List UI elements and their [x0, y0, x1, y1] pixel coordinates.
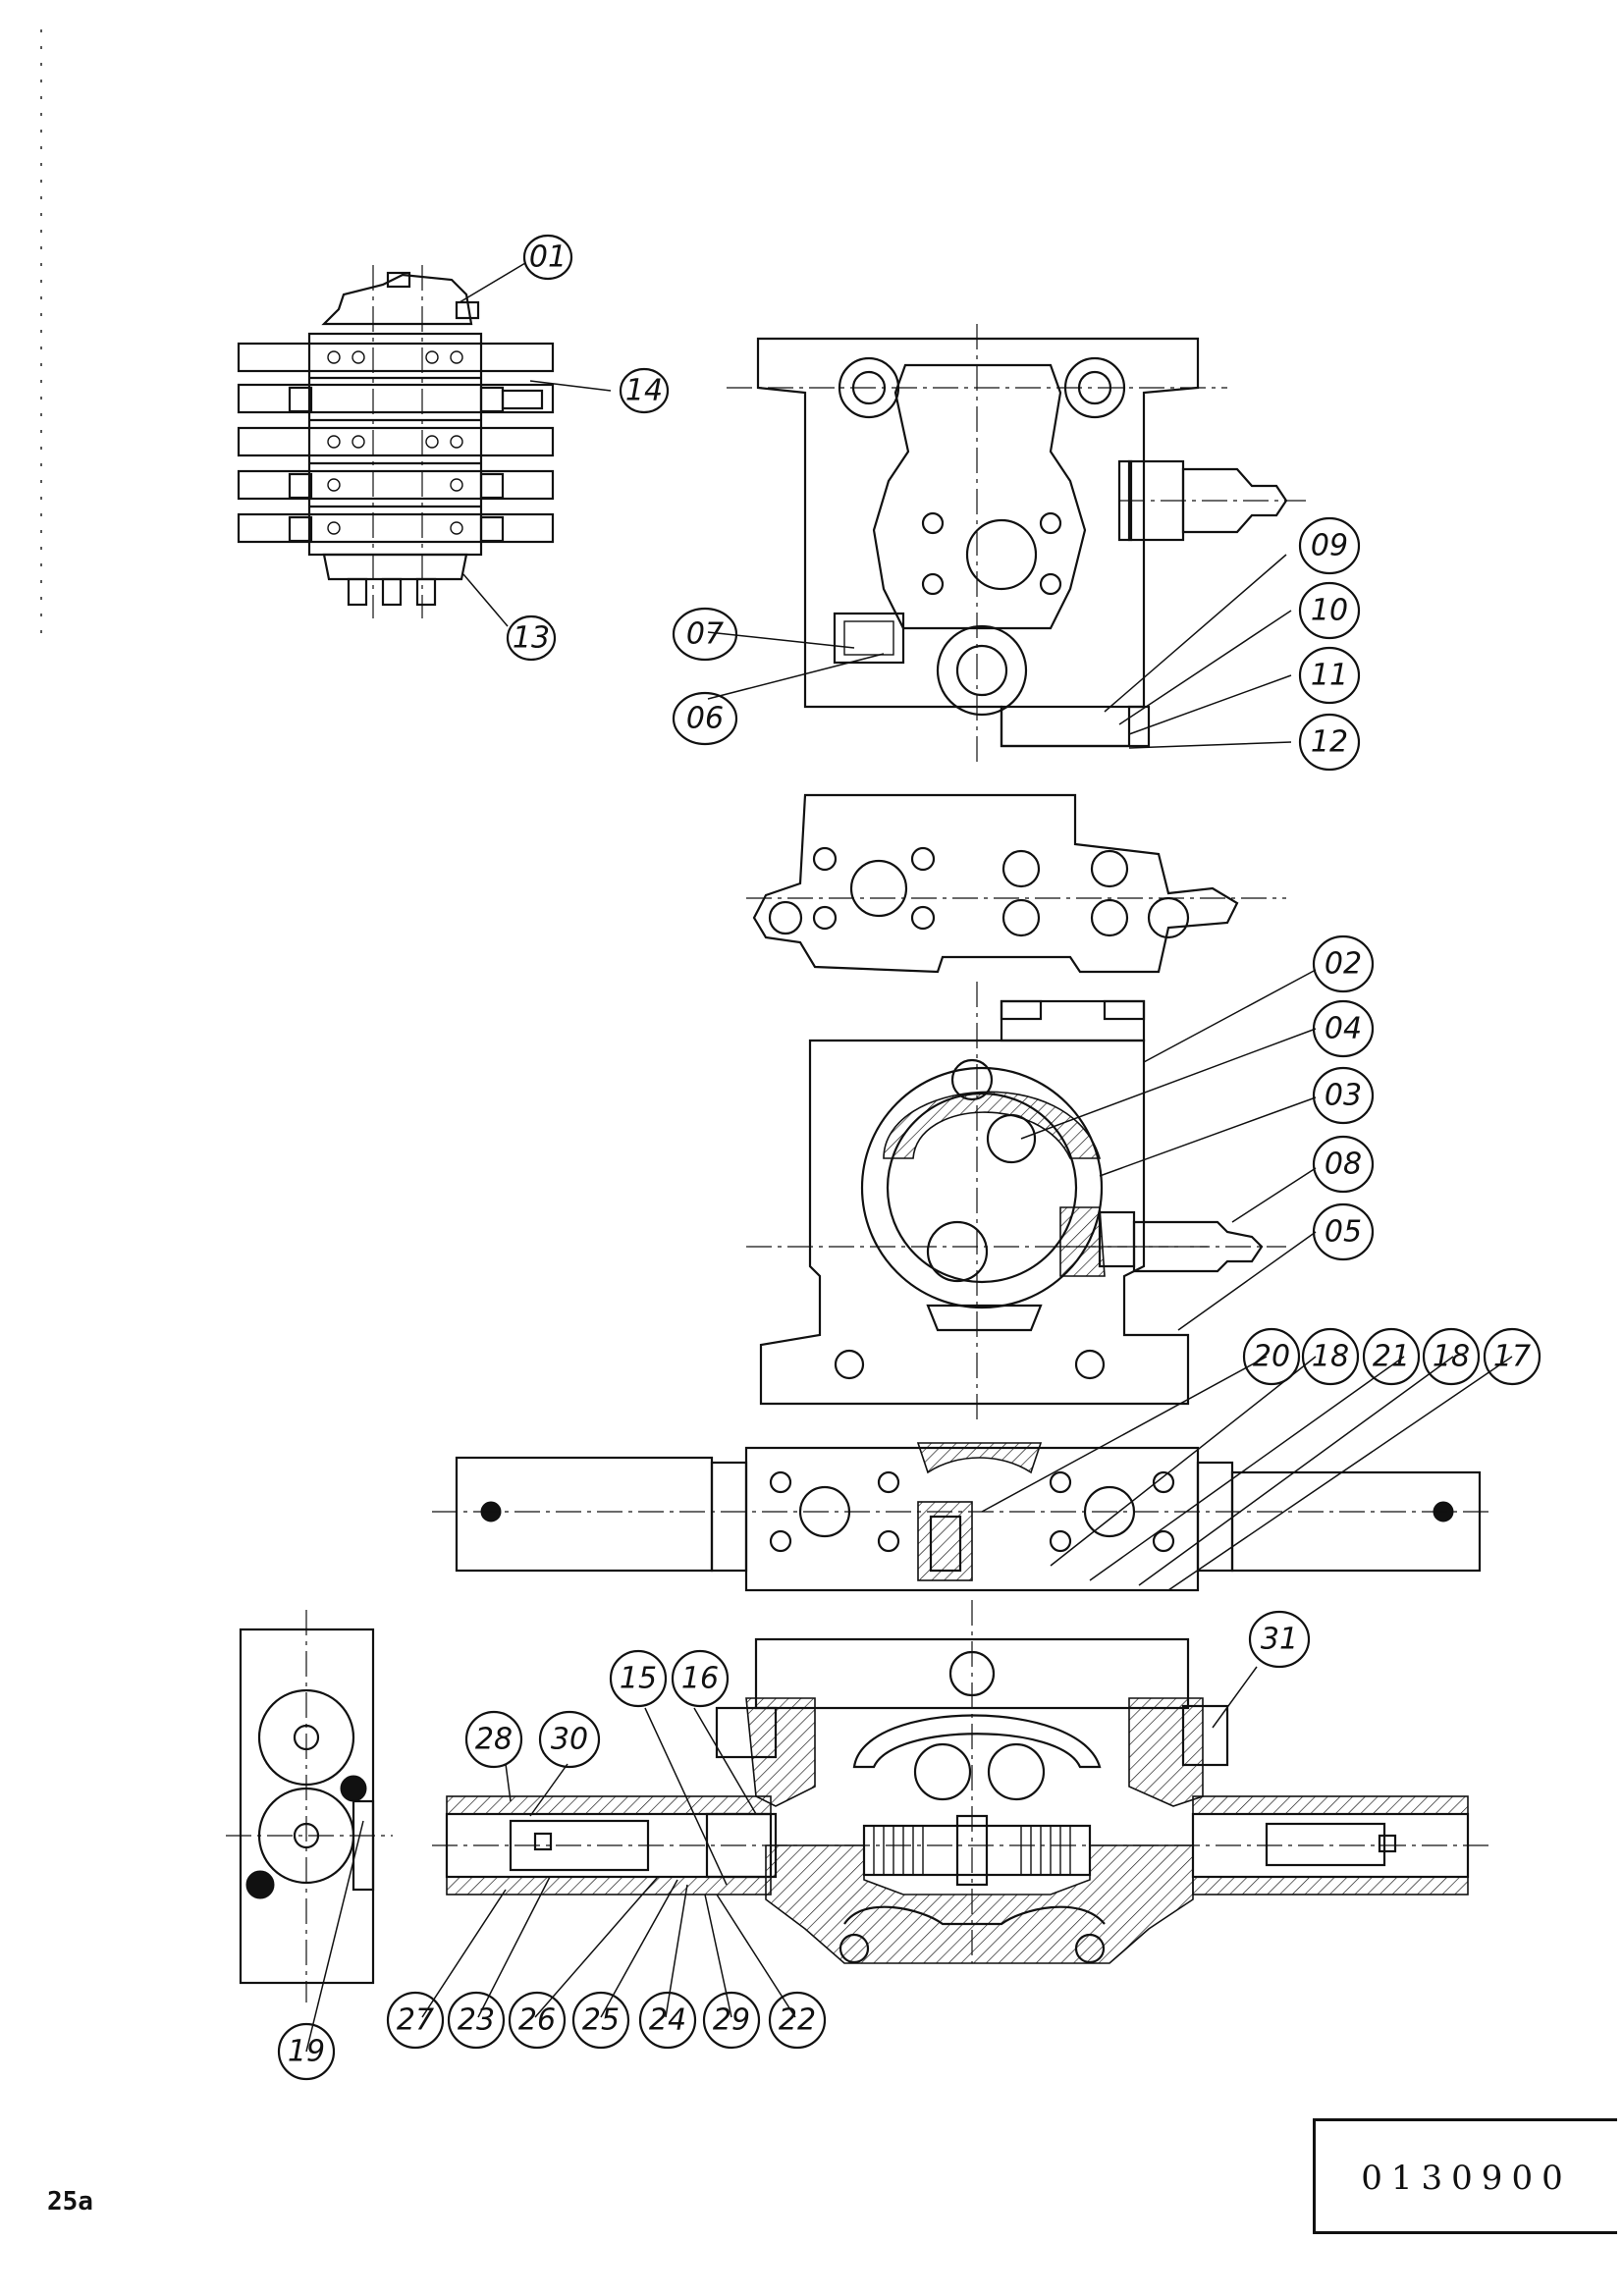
callout-10: 10: [1298, 581, 1361, 640]
svg-text:26: 26: [518, 2003, 556, 2038]
callout-14: 14: [619, 367, 670, 414]
svg-text:15: 15: [620, 1662, 657, 1696]
svg-text:23: 23: [458, 2003, 495, 2038]
callout-08: 08: [1312, 1135, 1375, 1194]
callout-04: 04: [1312, 999, 1375, 1058]
svg-text:14: 14: [625, 374, 663, 408]
relief-valve-section: [746, 982, 1286, 1423]
callout-05: 05: [1312, 1202, 1375, 1261]
svg-text:29: 29: [713, 2003, 750, 2038]
callout-18: 18: [1422, 1327, 1481, 1386]
svg-text:04: 04: [1325, 1012, 1362, 1046]
callout-07: 07: [672, 607, 738, 662]
callout-18: 18: [1301, 1327, 1360, 1386]
callout-21: 21: [1362, 1327, 1421, 1386]
callout-22: 22: [768, 1991, 827, 2050]
main-section-view: [432, 1600, 1492, 1964]
svg-text:18: 18: [1312, 1340, 1349, 1374]
inlet-cover-view: [727, 324, 1306, 766]
callout-17: 17: [1483, 1327, 1542, 1386]
svg-text:12: 12: [1311, 725, 1348, 760]
svg-text:28: 28: [475, 1723, 513, 1757]
leader-lines: [305, 262, 1513, 2053]
callout-01: 01: [522, 234, 573, 281]
callout-20: 20: [1242, 1327, 1301, 1386]
callout-11: 11: [1298, 646, 1361, 705]
svg-text:07: 07: [686, 617, 724, 652]
svg-text:31: 31: [1261, 1623, 1298, 1657]
callout-15: 15: [609, 1649, 668, 1708]
svg-text:05: 05: [1325, 1215, 1362, 1250]
callout-28: 28: [464, 1710, 523, 1769]
callout-29: 29: [702, 1991, 761, 2050]
svg-text:22: 22: [779, 2003, 816, 2038]
callout-03: 03: [1312, 1066, 1375, 1125]
svg-text:06: 06: [686, 702, 724, 736]
svg-text:25: 25: [582, 2003, 620, 2038]
spool-top-view: [432, 1442, 1492, 1592]
callout-02: 02: [1312, 934, 1375, 993]
drawing-number-box: 0130900: [1313, 2118, 1617, 2234]
drawing-number: 0130900: [1361, 2159, 1572, 2198]
svg-text:24: 24: [649, 2003, 686, 2038]
callout-23: 23: [447, 1991, 506, 2050]
svg-text:27: 27: [397, 2003, 434, 2038]
callout-24: 24: [638, 1991, 697, 2050]
page-number: 25a: [47, 2187, 93, 2216]
callout-16: 16: [671, 1649, 730, 1708]
svg-text:11: 11: [1311, 659, 1348, 693]
svg-text:02: 02: [1325, 947, 1362, 982]
svg-text:21: 21: [1373, 1340, 1410, 1374]
callout-27: 27: [386, 1991, 445, 2050]
callout-25: 25: [571, 1991, 630, 2050]
callout-12: 12: [1298, 713, 1361, 772]
svg-text:16: 16: [681, 1662, 719, 1696]
callout-19: 19: [277, 2022, 336, 2081]
svg-text:30: 30: [551, 1723, 588, 1757]
stacked-valve-overview: [237, 265, 555, 618]
svg-text:08: 08: [1325, 1148, 1362, 1182]
side-view: [226, 1610, 393, 2002]
svg-text:20: 20: [1253, 1340, 1290, 1374]
callout-09: 09: [1298, 516, 1361, 575]
svg-text:09: 09: [1311, 529, 1348, 563]
svg-text:17: 17: [1493, 1340, 1531, 1374]
svg-text:18: 18: [1433, 1340, 1470, 1374]
svg-text:19: 19: [288, 2035, 325, 2069]
svg-text:10: 10: [1311, 594, 1348, 628]
callout-06: 06: [672, 691, 738, 746]
svg-text:03: 03: [1325, 1079, 1362, 1113]
callout-13: 13: [506, 614, 557, 662]
callout-31: 31: [1248, 1610, 1311, 1669]
callout-26: 26: [508, 1991, 567, 2050]
svg-text:01: 01: [529, 240, 567, 275]
callout-30: 30: [538, 1710, 601, 1769]
flange-plate-view: [746, 793, 1286, 974]
svg-text:13: 13: [513, 621, 550, 656]
